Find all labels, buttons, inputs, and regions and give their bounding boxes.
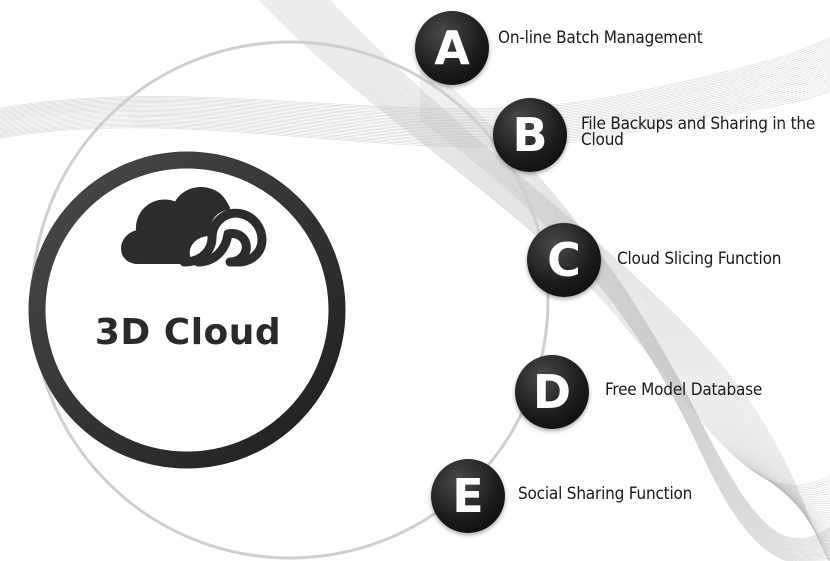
wave-line bbox=[419, 113, 798, 561]
badge-a: A bbox=[415, 11, 489, 85]
wave-line bbox=[307, 0, 830, 541]
badge-c: C bbox=[527, 223, 601, 297]
wave-line bbox=[419, 109, 830, 561]
feature-label-d: Free Model Database bbox=[605, 380, 763, 400]
wave-line bbox=[327, 0, 830, 561]
feature-label-e: Social Sharing Function bbox=[518, 484, 693, 504]
wave-line bbox=[419, 103, 830, 559]
wave-line bbox=[419, 88, 830, 552]
wave-line bbox=[311, 0, 830, 545]
wave-line bbox=[419, 82, 830, 549]
wave-line bbox=[419, 107, 830, 561]
wave-line bbox=[419, 101, 830, 558]
wave-line bbox=[314, 0, 830, 549]
wave-line bbox=[296, 0, 830, 528]
badge-d: D bbox=[515, 355, 589, 429]
wave-line bbox=[419, 84, 830, 550]
feature-label-b: File Backups and Sharing in the Cloud bbox=[581, 114, 816, 150]
wave-line bbox=[305, 0, 830, 539]
cloud-icon bbox=[121, 187, 267, 267]
feature-label-c: Cloud Slicing Function bbox=[617, 249, 782, 269]
badge-e: E bbox=[431, 459, 505, 533]
wave-line bbox=[321, 0, 830, 557]
wave-line bbox=[303, 0, 830, 537]
wave-line bbox=[302, 0, 830, 534]
badge-b: B bbox=[493, 98, 567, 172]
wave-line bbox=[298, 0, 830, 530]
wave-line bbox=[419, 80, 830, 548]
wave-line bbox=[419, 90, 830, 553]
wave-line bbox=[325, 0, 830, 561]
wave-line bbox=[419, 86, 830, 551]
feature-label-a: On-line Batch Management bbox=[498, 28, 703, 48]
wave-line bbox=[323, 0, 830, 559]
wave-line bbox=[318, 0, 830, 553]
wave-line bbox=[320, 0, 830, 555]
wave-line bbox=[419, 111, 804, 561]
wave-line bbox=[419, 115, 794, 561]
inner-disc bbox=[29, 152, 345, 468]
wave-line bbox=[309, 0, 830, 543]
wave-line bbox=[300, 0, 830, 532]
wave-line bbox=[316, 0, 830, 551]
wave-line bbox=[419, 119, 788, 561]
center-title: 3D Cloud bbox=[94, 312, 282, 353]
inner-ring bbox=[28, 151, 346, 469]
wave-line bbox=[312, 0, 830, 547]
wave-line bbox=[419, 105, 830, 560]
wave-line bbox=[0, 43, 830, 114]
wave-line bbox=[419, 117, 791, 561]
